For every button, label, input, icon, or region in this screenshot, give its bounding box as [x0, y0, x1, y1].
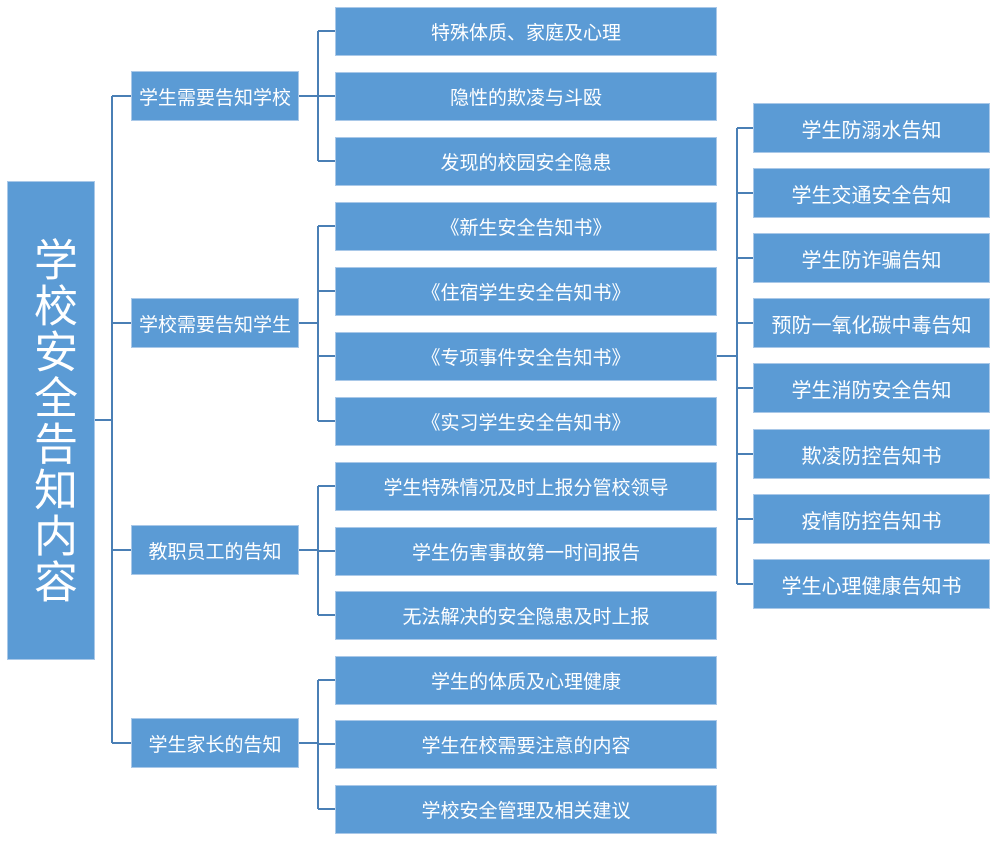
leaf-node: 《住宿学生安全告知书》	[335, 267, 717, 316]
special-notice-node: 学生交通安全告知	[753, 168, 990, 218]
special-notice-node: 学生心理健康告知书	[753, 559, 990, 609]
leaf-node: 隐性的欺凌与斗殴	[335, 72, 717, 121]
leaf-node: 《新生安全告知书》	[335, 202, 717, 251]
leaf-node: 学生的体质及心理健康	[335, 656, 717, 705]
special-notice-node: 学生防诈骗告知	[753, 233, 990, 283]
special-notice-node: 学生防溺水告知	[753, 103, 990, 153]
leaf-node: 发现的校园安全隐患	[335, 137, 717, 186]
leaf-node: 学生特殊情况及时上报分管校领导	[335, 462, 717, 511]
special-notice-node: 学生消防安全告知	[753, 363, 990, 413]
special-notice-node: 欺凌防控告知书	[753, 429, 990, 479]
branch-node-parents: 学生家长的告知	[131, 718, 299, 768]
branch-node-school-to-student: 学校需要告知学生	[131, 298, 299, 348]
branch-node-staff: 教职员工的告知	[131, 525, 299, 575]
leaf-node: 无法解决的安全隐患及时上报	[335, 591, 717, 640]
special-notice-node: 疫情防控告知书	[753, 494, 990, 544]
branch-node-student-to-school: 学生需要告知学校	[131, 71, 299, 121]
leaf-node: 学生在校需要注意的内容	[335, 720, 717, 769]
root-node: 学校安全告知内容	[7, 181, 95, 660]
special-notice-node: 预防一氧化碳中毒告知	[753, 298, 990, 348]
leaf-node-special-notice: 《专项事件安全告知书》	[335, 332, 717, 381]
leaf-node: 《实习学生安全告知书》	[335, 397, 717, 446]
leaf-node: 学生伤害事故第一时间报告	[335, 527, 717, 576]
leaf-node: 特殊体质、家庭及心理	[335, 7, 717, 56]
leaf-node: 学校安全管理及相关建议	[335, 785, 717, 834]
